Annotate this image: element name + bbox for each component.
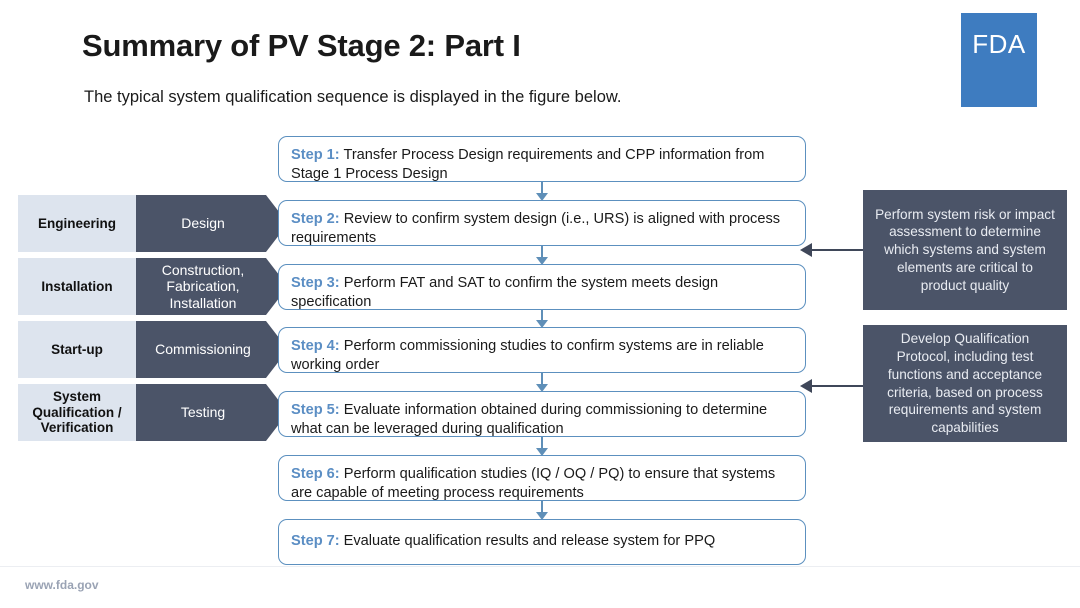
connector-arrowhead-step2 <box>536 193 548 201</box>
fda-logo: FDA <box>961 13 1037 107</box>
step-label-6: Step 6: <box>291 466 340 482</box>
connector-step5-step6 <box>541 436 543 452</box>
step-text-3: Perform FAT and SAT to confirm the syste… <box>291 275 719 311</box>
connector-step3-step4 <box>541 308 543 324</box>
step-box-6[interactable]: Step 6: Perform qualification studies (I… <box>278 455 806 501</box>
connector-arrowhead-step4 <box>536 320 548 328</box>
step-box-3[interactable]: Step 3: Perform FAT and SAT to confirm t… <box>278 264 806 310</box>
step-text-2: Review to confirm system design (i.e., U… <box>291 211 781 247</box>
step-text-1: Transfer Process Design requirements and… <box>291 147 765 183</box>
step-label-3: Step 3: <box>291 275 340 291</box>
callout-1-arrowhead-icon <box>800 243 812 257</box>
step-label-7: Step 7: <box>291 533 340 550</box>
phase-label-startup: Start-up <box>18 321 136 378</box>
footer-divider <box>0 566 1080 567</box>
phase-activity-commissioning: Commissioning <box>136 321 288 378</box>
phase-label-installation: Installation <box>18 258 136 315</box>
callout-2-arrowhead-icon <box>800 379 812 393</box>
fda-wordmark: FDA <box>972 29 1026 59</box>
step-label-4: Step 4: <box>291 338 340 354</box>
callout-text-2: Develop Qualification Protocol, includin… <box>887 331 1043 436</box>
step-box-7[interactable]: Step 7: Evaluate qualification results a… <box>278 519 806 565</box>
phase-label-system-qualification: System Qualification / Verification <box>18 384 136 441</box>
connector-arrowhead-step7 <box>536 512 548 520</box>
step-box-5[interactable]: Step 5: Evaluate information obtained du… <box>278 391 806 437</box>
step-box-1[interactable]: Step 1: Transfer Process Design requirem… <box>278 136 806 182</box>
step-label-5: Step 5: <box>291 402 340 418</box>
page-subtitle: The typical system qualification sequenc… <box>84 88 622 106</box>
step-text-6: Perform qualification studies (IQ / OQ /… <box>291 466 776 502</box>
step-label-2: Step 2: <box>291 211 340 227</box>
footer-url: www.fda.gov <box>25 578 99 592</box>
phase-activity-construction: Construction, Fabrication, Installation <box>136 258 288 315</box>
phase-activity-design: Design <box>136 195 288 252</box>
step-text-4: Perform commissioning studies to confirm… <box>291 338 764 374</box>
page-title: Summary of PV Stage 2: Part I <box>82 28 521 63</box>
callout-2-line <box>812 385 863 387</box>
step-label-1: Step 1: <box>291 147 340 163</box>
callout-box-qualification-protocol: Develop Qualification Protocol, includin… <box>863 325 1067 442</box>
connector-arrowhead-step5 <box>536 384 548 392</box>
callout-text-1: Perform system risk or impact assessment… <box>875 206 1055 293</box>
callout-box-risk-assessment: Perform system risk or impact assessment… <box>863 190 1067 310</box>
connector-step1-step2 <box>541 181 543 197</box>
connector-arrowhead-step3 <box>536 257 548 265</box>
callout-1-line <box>812 249 863 251</box>
connector-step4-step5 <box>541 372 543 388</box>
connector-arrowhead-step6 <box>536 448 548 456</box>
step-box-4[interactable]: Step 4: Perform commissioning studies to… <box>278 327 806 373</box>
step-text-7: Evaluate qualification results and relea… <box>343 533 716 550</box>
connector-step2-step3 <box>541 245 543 261</box>
phase-label-engineering: Engineering <box>18 195 136 252</box>
phase-activity-testing: Testing <box>136 384 288 441</box>
step-text-5: Evaluate information obtained during com… <box>291 402 768 438</box>
connector-step6-step7 <box>541 500 543 516</box>
step-box-2[interactable]: Step 2: Review to confirm system design … <box>278 200 806 246</box>
